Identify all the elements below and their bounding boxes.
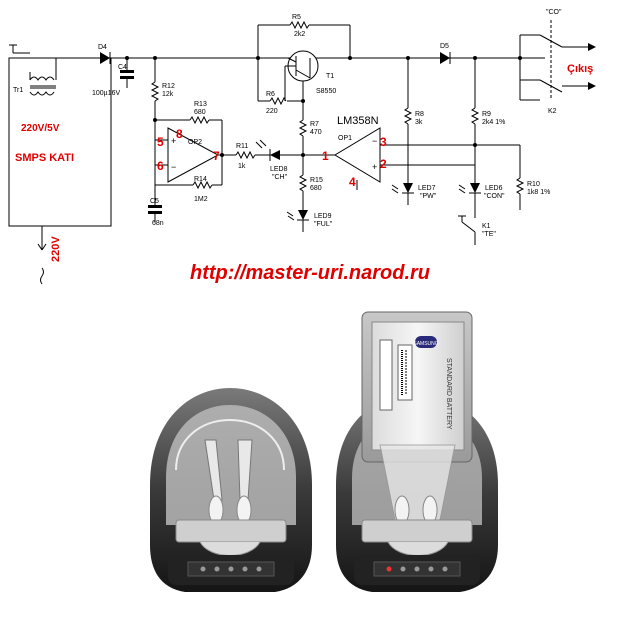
transformer-title: SMPS KATI (15, 152, 74, 164)
k1-label: K1 (482, 223, 491, 230)
led9-symbol (298, 210, 308, 220)
led6-symbol (470, 183, 480, 193)
battery-text: STANDARD BATTERY (445, 358, 452, 430)
op1-label: OP1 (338, 135, 352, 142)
r6-label: R6 (266, 91, 275, 98)
r11-value: 1k (238, 163, 246, 170)
r9-value: 2k4 1% (482, 119, 505, 126)
transformer-rating: 220V/5V (21, 123, 60, 134)
d5-diode (440, 52, 450, 64)
battery: SAMSUNG STANDARD BATTERY (361, 311, 473, 463)
component-labels: D4 C4 100µ16V R12 12k R13 680 OP2 R14 1M… (92, 9, 593, 238)
t1-label: T1 (326, 73, 334, 80)
r5-label: R5 (292, 14, 301, 21)
wiring: + − (100, 20, 596, 245)
led8-symbol (270, 150, 280, 160)
r14-value: 1M2 (194, 196, 208, 203)
co-label: "CO" (546, 9, 562, 16)
led7-text: "PW" (420, 193, 437, 200)
pin-1: 1 (322, 149, 329, 163)
led8-label: LED8 (270, 166, 288, 173)
transformer-block: Tr1 220V/5V SMPS KATI 220V (8, 44, 112, 285)
op2-label: OP2 (188, 139, 202, 146)
c5-label: C5 (150, 198, 159, 205)
r8-label: R8 (415, 111, 424, 118)
c4-label: C4 (118, 64, 127, 71)
r6-value: 220 (266, 108, 278, 115)
d4-diode (100, 52, 110, 64)
pin-6: 6 (157, 159, 164, 173)
led7-label: LED7 (418, 185, 436, 192)
pin-2: 2 (380, 157, 387, 171)
t1-part: S8550 (316, 88, 336, 95)
svg-text:−: − (171, 162, 176, 172)
charger-battery-photo: SAMSUNG STANDARD BATTERY (336, 311, 498, 592)
svg-text:+: + (372, 162, 377, 172)
r10-value: 1k8 1% (527, 189, 550, 196)
pin-8: 8 (176, 127, 183, 141)
r7-value: 470 (310, 129, 322, 136)
led6-label: LED6 (485, 185, 503, 192)
r10-label: R10 (527, 181, 540, 188)
r13-value: 680 (194, 109, 206, 116)
r15-label: R15 (310, 177, 323, 184)
svg-text:+: + (171, 136, 176, 146)
pin-numbers: 8 5 6 7 1 3 2 4 (157, 127, 387, 189)
battery-brand: SAMSUNG (413, 341, 438, 347)
charger-open-photo (150, 388, 312, 592)
ic-label: LM358N (337, 115, 379, 127)
svg-text:−: − (372, 136, 377, 146)
r15-value: 680 (310, 185, 322, 192)
r9-label: R9 (482, 111, 491, 118)
r12-value: 12k (162, 91, 174, 98)
pin-4: 4 (349, 175, 356, 189)
r7-label: R7 (310, 121, 319, 128)
led6-text: "CON" (484, 193, 505, 200)
mains-label: 220V (50, 236, 62, 262)
op1-amp (334, 127, 381, 183)
pin-3: 3 (380, 135, 387, 149)
website-url[interactable]: http://master-uri.narod.ru (189, 262, 430, 284)
r11-label: R11 (236, 143, 248, 150)
led7-symbol (403, 183, 413, 193)
op2-amp (167, 127, 220, 183)
d4-label: D4 (98, 44, 107, 51)
r12-label: R12 (162, 83, 175, 90)
k2-label: K2 (548, 108, 557, 115)
r14-label: R14 (194, 176, 207, 183)
c4-value: 100µ16V (92, 90, 120, 97)
r5-value: 2k2 (294, 31, 305, 38)
pin-7: 7 (213, 149, 220, 163)
d5-label: D5 (440, 43, 449, 50)
k1-text: "TE" (482, 231, 496, 238)
led9-text: "FUL" (314, 221, 333, 228)
c5-value: 68n (152, 220, 164, 227)
r8-value: 3k (415, 119, 423, 126)
led9-label: LED9 (314, 213, 332, 220)
led8-text: "CH" (272, 174, 288, 181)
r13-label: R13 (194, 101, 207, 108)
output-label: Çıkış (567, 63, 593, 75)
tr1-label: Tr1 (13, 87, 23, 94)
pin-5: 5 (157, 135, 164, 149)
